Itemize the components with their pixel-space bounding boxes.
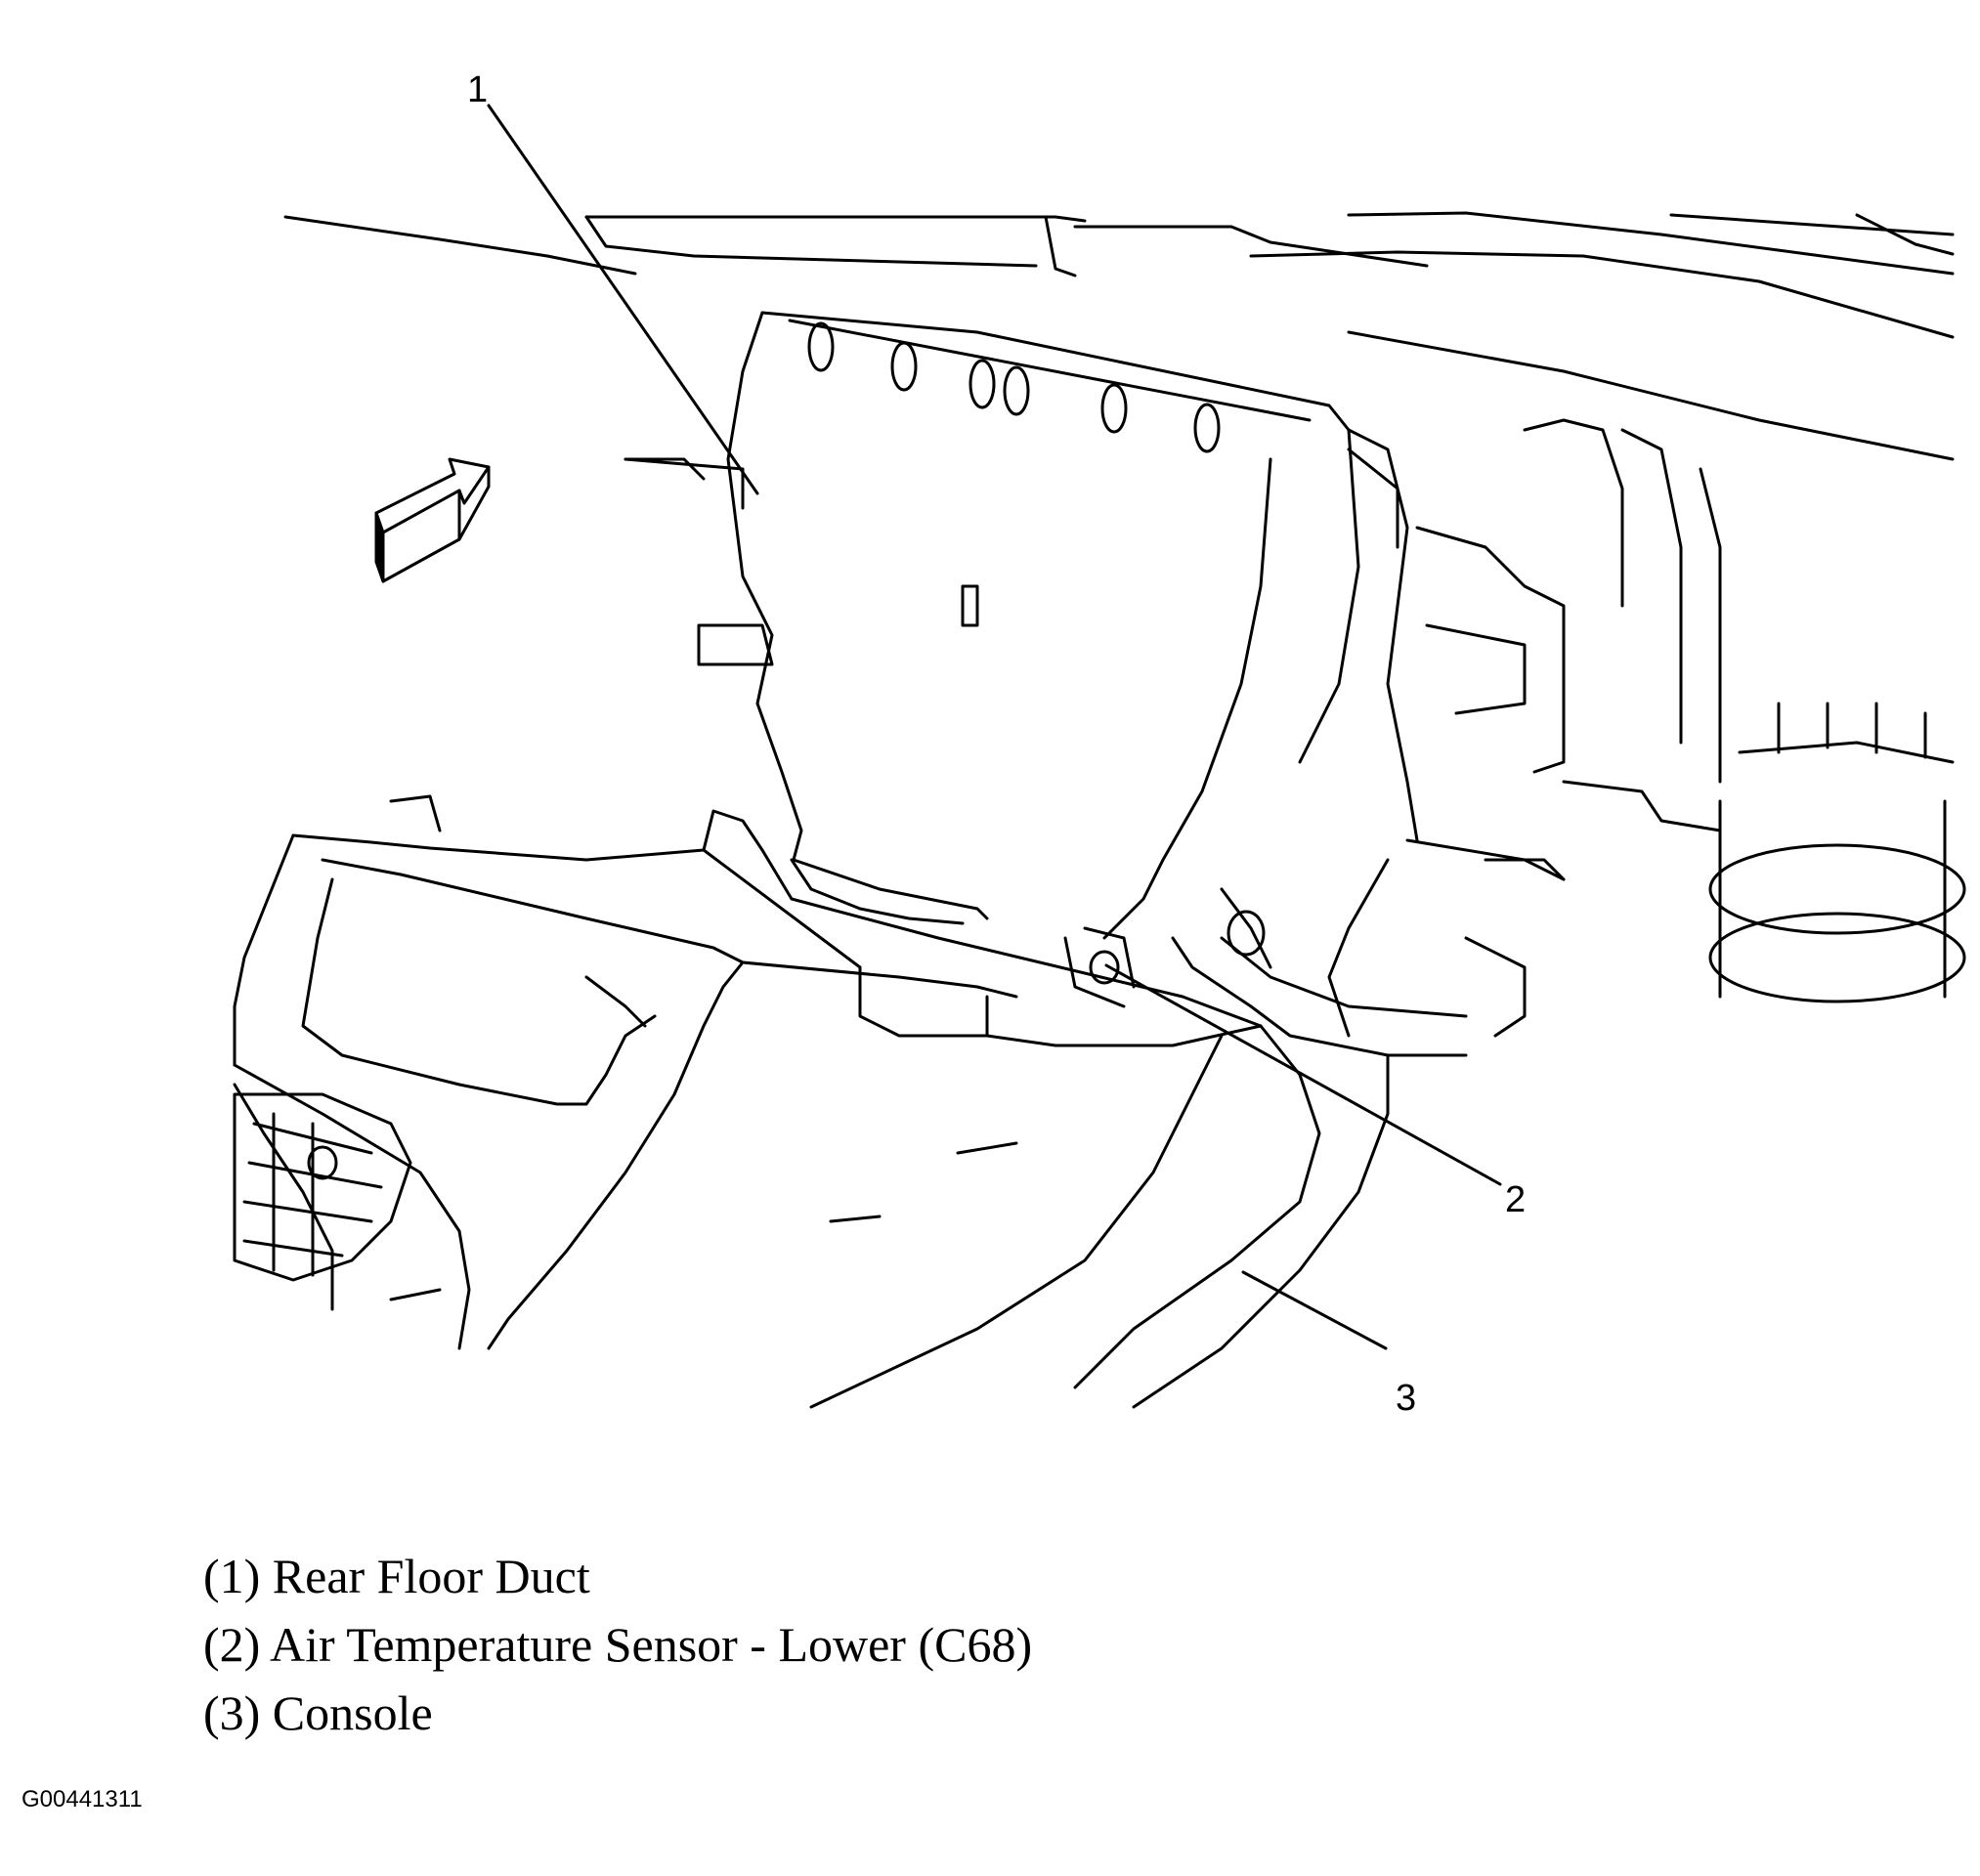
- legend-item-rear-floor-duct: (1) Rear Floor Duct: [203, 1549, 590, 1603]
- callout-number-2: 2: [1505, 1179, 1526, 1220]
- leader-line-1: [487, 104, 759, 495]
- air-temperature-sensor: [1063, 926, 1136, 1008]
- console: [233, 457, 1390, 1409]
- vent-grille: [233, 1092, 412, 1282]
- legend-item-air-temperature-sensor: (2) Air Temperature Sensor - Lower (C68): [203, 1617, 1033, 1672]
- duct-slots: [807, 321, 1221, 453]
- dash-outline: [283, 211, 1955, 461]
- leader-line-3: [1241, 1270, 1388, 1350]
- hvac-case: [1327, 418, 1722, 1038]
- blower-motor: [1562, 702, 1966, 1003]
- callout-number-3: 3: [1396, 1378, 1416, 1419]
- view-arrow-icon: [374, 457, 491, 583]
- rear-floor-duct: [624, 311, 1360, 940]
- leader-line-2: [1104, 963, 1502, 1186]
- lower-bracket: [1171, 887, 1468, 1057]
- hvac-illustration: 1 2 3: [233, 69, 1966, 1419]
- callout-number-1: 1: [467, 69, 488, 110]
- legend-item-console: (3) Console: [203, 1685, 433, 1740]
- parts-legend: (1) Rear Floor Duct (2) Air Temperature …: [203, 1542, 1032, 1747]
- figure-id: G00441311: [22, 1786, 143, 1812]
- leader-lines: [487, 104, 1502, 1350]
